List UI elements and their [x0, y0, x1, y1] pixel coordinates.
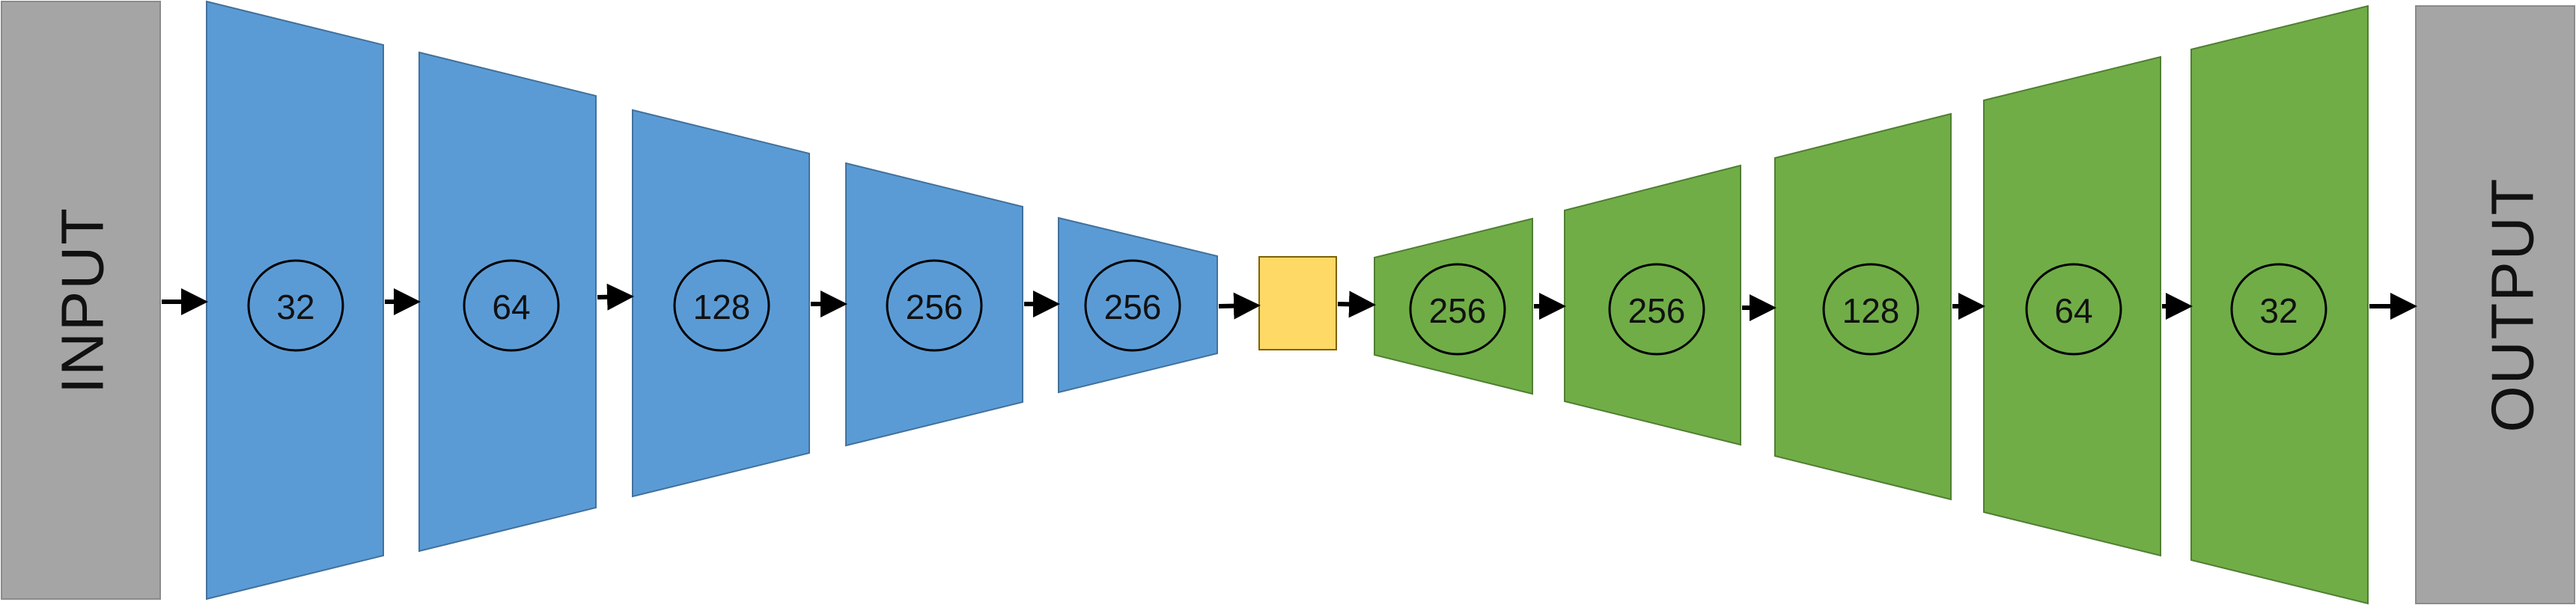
decoder-trapezoid	[1564, 164, 1741, 446]
encoder-trapezoid	[206, 0, 384, 601]
decoder-block-4: 64	[1983, 55, 2161, 557]
channel-circle	[463, 259, 560, 352]
encoder-trapezoid	[1058, 216, 1218, 394]
decoder-block-2: 256	[1564, 164, 1741, 446]
decoder-block-3: 128	[1774, 112, 1952, 501]
output-block: OUTPUT	[2415, 5, 2575, 604]
encoder: 32 64 128 256 256	[206, 0, 1218, 601]
arrow	[1337, 291, 1376, 318]
channel-count: 32	[2259, 291, 2298, 330]
channel-count: 128	[693, 288, 751, 326]
channel-circle	[1608, 263, 1705, 356]
encoder-trapezoid	[418, 51, 597, 553]
channel-circle	[2230, 263, 2327, 356]
encoder-trapezoid	[845, 162, 1023, 447]
channel-count: 256	[1429, 291, 1487, 330]
channel-count: 256	[1628, 291, 1686, 330]
channel-count: 256	[906, 288, 963, 326]
decoder-trapezoid	[1374, 217, 1533, 395]
encoder-block-5: 256	[1058, 216, 1218, 394]
channel-circle	[1084, 259, 1181, 352]
output-box	[2415, 5, 2575, 604]
decoder-trapezoid	[1774, 112, 1952, 501]
channel-count: 256	[1104, 288, 1162, 326]
flow-arrows	[162, 283, 2417, 321]
channel-circle	[886, 259, 983, 352]
arrow	[1218, 292, 1261, 320]
decoder: 256 256 128 64 32	[1374, 4, 2369, 605]
decoder-trapezoid	[1983, 55, 2161, 557]
decoder-block-1: 256	[1374, 217, 1533, 395]
channel-count: 64	[2054, 291, 2092, 330]
encoder-block-1: 32	[206, 0, 384, 601]
encoder-block-3: 128	[632, 109, 810, 498]
channel-circle	[1409, 263, 1506, 356]
input-box	[1, 1, 161, 600]
decoder-trapezoid	[2190, 4, 2369, 605]
channel-count: 32	[276, 288, 314, 326]
encoder-block-4: 256	[845, 162, 1023, 447]
bottleneck-square	[1258, 256, 1337, 350]
channel-count: 128	[1842, 291, 1900, 330]
input-label: INPUT	[49, 207, 116, 394]
channel-circle	[1822, 263, 1919, 356]
output-label: OUTPUT	[2479, 177, 2546, 433]
channel-circle	[673, 259, 770, 352]
decoder-block-5: 32	[2190, 4, 2369, 605]
channel-circle	[2025, 263, 2122, 356]
encoder-trapezoid	[632, 109, 810, 498]
channel-circle	[247, 259, 344, 352]
channel-count: 64	[492, 288, 530, 326]
input-block: INPUT	[1, 1, 161, 600]
encoder-block-2: 64	[418, 51, 597, 553]
